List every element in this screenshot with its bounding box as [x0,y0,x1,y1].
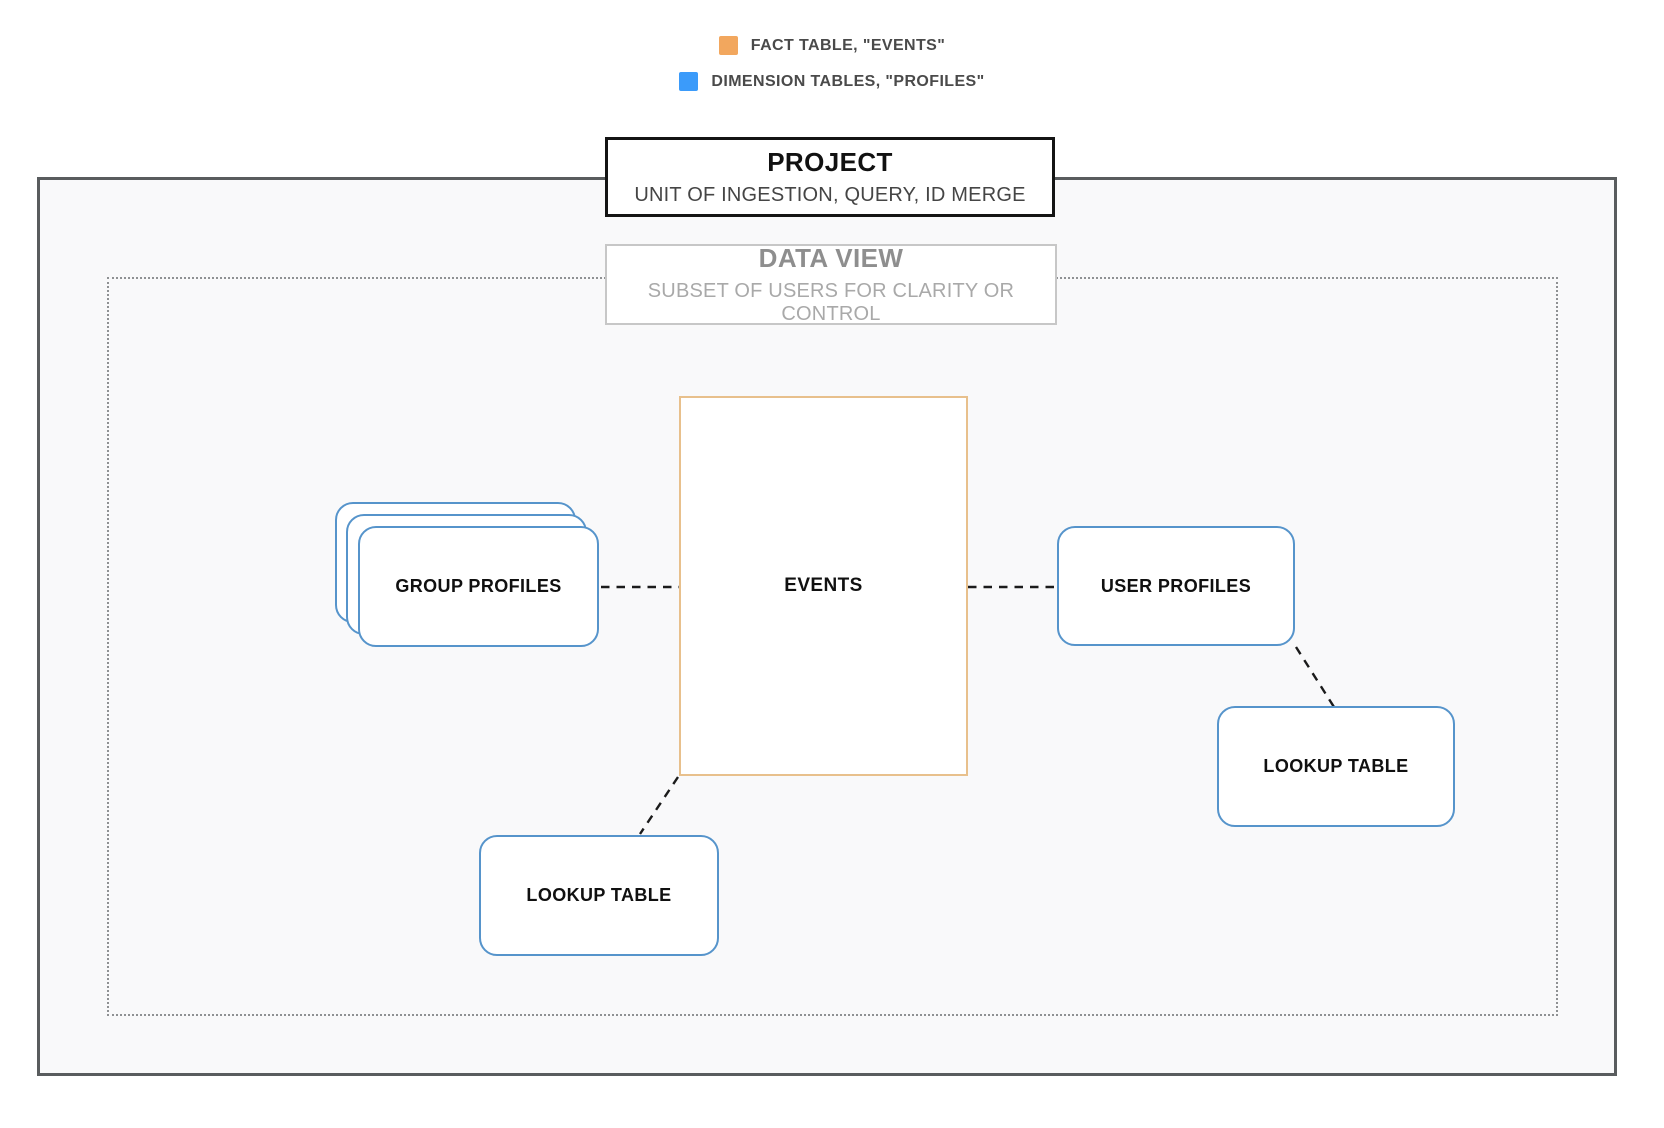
group-profiles-stack-card-front: GROUP PROFILES [358,526,599,647]
project-title: PROJECT [767,147,893,177]
fact-table-swatch-icon [718,36,738,55]
legend-label: DIMENSION TABLES, "PROFILES" [711,72,985,90]
legend-item-dimension-tables: DIMENSION TABLES, "PROFILES" [679,72,984,91]
dimension-tables-swatch-icon [679,72,699,91]
node-group-profiles: GROUP PROFILES [335,502,600,648]
node-events: EVENTS [679,396,968,776]
node-lookup-table-bottom-label: LOOKUP TABLE [526,885,672,905]
legend-item-fact-table: FACT TABLE, "EVENTS" [718,36,946,55]
node-lookup-table-bottom: LOOKUP TABLE [479,835,719,956]
node-events-label: EVENTS [784,575,863,596]
node-lookup-table-right-label: LOOKUP TABLE [1263,756,1409,776]
data-view-title-box: DATA VIEW SUBSET OF USERS FOR CLARITY OR… [605,243,1057,325]
legend-label: FACT TABLE, "EVENTS" [750,36,946,54]
project-title-box: PROJECT UNIT OF INGESTION, QUERY, ID MER… [605,137,1055,217]
data-view-title: DATA VIEW [758,243,904,273]
legend: FACT TABLE, "EVENTS" DIMENSION TABLES, "… [0,36,1664,91]
project-subtitle: UNIT OF INGESTION, QUERY, ID MERGE [634,184,1026,206]
node-user-profiles: USER PROFILES [1057,526,1295,646]
node-user-profiles-label: USER PROFILES [1100,575,1252,596]
data-view-subtitle: SUBSET OF USERS FOR CLARITY OR CONTROL [647,280,1015,325]
node-group-profiles-label: GROUP PROFILES [395,576,562,596]
node-lookup-table-right: LOOKUP TABLE [1217,706,1455,827]
